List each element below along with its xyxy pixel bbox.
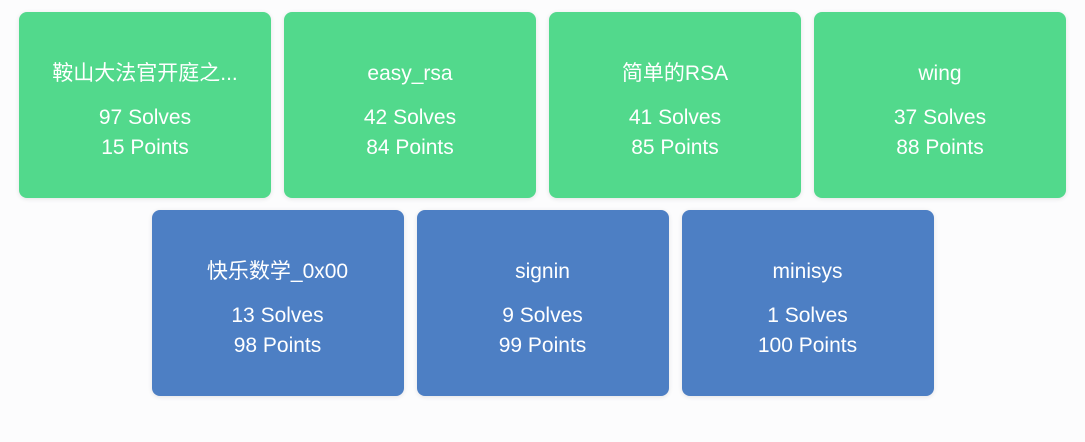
solve-count: 97 Solves (98, 106, 192, 129)
challenge-title: easy_rsa (367, 62, 453, 85)
challenge-card[interactable]: wing 37 Solves 88 Points (814, 12, 1066, 198)
point-value: 99 Points (498, 334, 587, 357)
solve-count: 9 Solves (502, 304, 583, 327)
challenge-board: 鞍山大法官开庭之... 97 Solves 15 Points easy_rsa… (19, 12, 1066, 396)
challenge-card[interactable]: signin 9 Solves 99 Points (416, 210, 669, 396)
challenge-title: 简单的RSA (621, 62, 729, 85)
challenge-stats: 37 Solves 88 Points (894, 103, 986, 163)
point-value: 84 Points (366, 136, 454, 159)
challenge-stats: 97 Solves 15 Points (99, 103, 191, 163)
challenge-stats: 1 Solves 100 Points (758, 301, 857, 361)
solve-count: 42 Solves (363, 106, 457, 129)
challenge-title: minisys (772, 260, 843, 283)
solve-count: 37 Solves (893, 106, 987, 129)
challenge-title: signin (515, 260, 570, 283)
challenge-card[interactable]: 简单的RSA 41 Solves 85 Points (549, 12, 801, 198)
challenge-stats: 42 Solves 84 Points (364, 103, 456, 163)
point-value: 98 Points (233, 334, 322, 357)
solve-count: 41 Solves (628, 106, 722, 129)
solve-count: 1 Solves (767, 304, 848, 327)
point-value: 88 Points (896, 136, 984, 159)
challenge-stats: 41 Solves 85 Points (629, 103, 721, 163)
challenge-title: wing (918, 62, 962, 85)
challenge-card[interactable]: easy_rsa 42 Solves 84 Points (284, 12, 536, 198)
challenge-stats: 9 Solves 99 Points (499, 301, 587, 361)
point-value: 85 Points (631, 136, 719, 159)
point-value: 100 Points (757, 334, 858, 357)
challenge-card[interactable]: 鞍山大法官开庭之... 97 Solves 15 Points (19, 12, 271, 198)
challenge-card[interactable]: 快乐数学_0x00 13 Solves 98 Points (151, 210, 404, 396)
challenge-title: 鞍山大法官开庭之... (52, 62, 238, 85)
solve-count: 13 Solves (231, 304, 324, 327)
challenge-title: 快乐数学_0x00 (206, 260, 349, 283)
point-value: 15 Points (101, 136, 189, 159)
challenge-card[interactable]: minisys 1 Solves 100 Points (681, 210, 934, 396)
challenge-stats: 13 Solves 98 Points (231, 301, 323, 361)
